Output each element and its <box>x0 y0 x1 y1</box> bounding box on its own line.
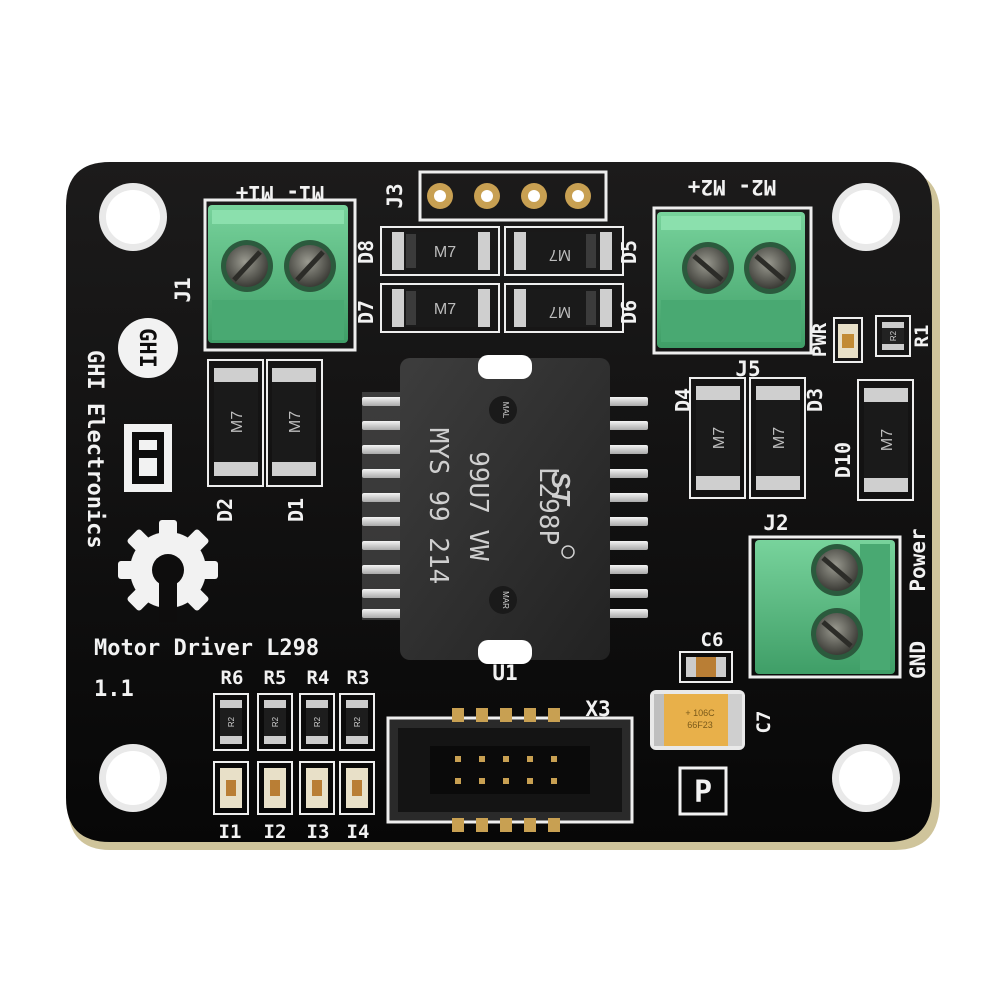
chip-line-1: L298P <box>533 467 563 545</box>
i3-label: I3 <box>307 821 330 843</box>
r3-label: R3 <box>347 667 370 689</box>
diodes-left <box>207 359 323 487</box>
p-mark-box <box>678 766 728 816</box>
d10-ref: D10 <box>831 442 855 478</box>
d8-mark: M7 <box>434 244 456 261</box>
i1-label: I1 <box>219 821 242 843</box>
d3-ref: D3 <box>803 388 827 412</box>
d1-mark: M7 <box>287 411 304 433</box>
r6-label: R6 <box>221 667 244 689</box>
d8-ref: D8 <box>354 240 378 264</box>
terminal-block-j5 <box>652 206 813 355</box>
r6-mark: R2 <box>227 716 236 727</box>
d4-ref: D4 <box>671 388 695 412</box>
resistors-bottom <box>213 693 375 751</box>
ghi-short-label: GHI <box>134 328 159 368</box>
mounting-holes <box>99 183 900 812</box>
chip-logo: ST <box>546 471 576 506</box>
tantalum-line-1: + 106C <box>685 708 715 718</box>
d6-ref: D6 <box>617 300 641 324</box>
u1-label: U1 <box>492 661 517 685</box>
d1-ref: D1 <box>284 498 308 522</box>
terminal-block-j1 <box>203 198 357 352</box>
r3-mark: R2 <box>353 716 362 727</box>
d4-mark: M7 <box>711 427 728 449</box>
pwr-label: PWR <box>809 322 831 357</box>
ghi-logo <box>118 318 178 492</box>
board-title: Motor Driver L298 <box>94 636 319 661</box>
j2-gnd-label: GND <box>906 641 930 679</box>
r4-mark: R2 <box>313 716 322 727</box>
r1-mark: R2 <box>889 330 898 341</box>
i2-label: I2 <box>264 821 287 843</box>
d2-mark: M7 <box>229 411 246 433</box>
r1-label: R1 <box>911 325 933 348</box>
open-hardware-gear-icon <box>118 520 218 622</box>
chip-mark-top: MAL <box>501 402 510 419</box>
j2-power-label: Power <box>906 528 930 591</box>
chip-line-3: MYS 99 214 <box>423 428 453 585</box>
j5-pins-label: M2- M2+ <box>688 175 777 199</box>
d6-mark: M7 <box>549 303 571 320</box>
diodes-top <box>380 226 624 333</box>
j1-pins-label: M1- M1+ <box>236 181 325 205</box>
j2-ref: J2 <box>763 511 788 535</box>
capacitors <box>650 651 745 750</box>
d5-mark: M7 <box>549 246 571 263</box>
x3-label: X3 <box>585 697 610 721</box>
l298p-chip <box>362 355 648 664</box>
d7-mark: M7 <box>434 301 456 318</box>
chip-line-2: 99U7 VW <box>463 451 493 561</box>
leds-bottom <box>213 761 375 815</box>
board-version: 1.1 <box>94 677 134 702</box>
pwr-led-and-r1 <box>833 315 911 363</box>
d7-ref: D7 <box>354 300 378 324</box>
header-x3 <box>386 708 634 832</box>
diodes-right <box>689 377 914 501</box>
c7-label: C7 <box>753 711 775 734</box>
brand-label: GHI Electronics <box>82 350 107 549</box>
r5-label: R5 <box>264 667 287 689</box>
d5-ref: D5 <box>617 240 641 264</box>
chip-mark-bottom: MAR <box>501 591 510 609</box>
d2-ref: D2 <box>213 498 237 522</box>
j5-ref: J5 <box>735 357 760 381</box>
d10-mark: M7 <box>879 429 896 451</box>
terminal-block-j2 <box>748 535 902 679</box>
c6-label: C6 <box>701 629 724 651</box>
i4-label: I4 <box>347 821 370 843</box>
r4-label: R4 <box>307 667 330 689</box>
p-mark: P <box>694 775 712 810</box>
j3-ref: J3 <box>383 183 407 208</box>
header-j3 <box>418 170 608 222</box>
j1-ref: J1 <box>171 277 195 302</box>
tantalum-line-2: 66F23 <box>687 720 713 730</box>
r5-mark: R2 <box>271 716 280 727</box>
d3-mark: M7 <box>771 427 788 449</box>
